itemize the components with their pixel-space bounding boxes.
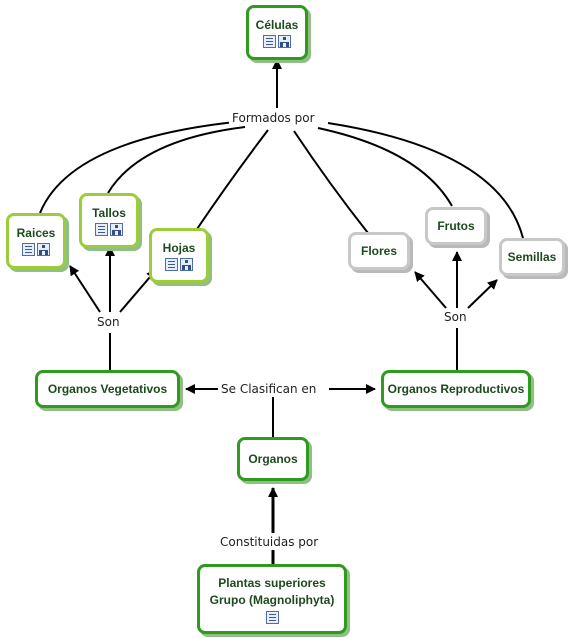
concept-hojas[interactable]: Hojas: [149, 228, 209, 283]
resource-icons: [22, 243, 50, 256]
concept-map-icon[interactable]: [278, 34, 291, 48]
concept-organos-reproductivos[interactable]: Organos Reproductivos: [381, 370, 531, 408]
document-icon[interactable]: [95, 222, 108, 236]
resource-icons: [95, 222, 123, 236]
link-son-semillas: [467, 279, 498, 309]
link-raices-formados: [39, 121, 236, 214]
document-icon[interactable]: [263, 34, 276, 48]
concept-map-icon[interactable]: [37, 243, 50, 256]
resource-icons: [263, 34, 291, 48]
document-icon[interactable]: [22, 243, 35, 256]
link-tallos-formados: [107, 126, 246, 194]
concept-plantas-superiores[interactable]: Plantas superiores Grupo (Magnoliphyta): [197, 564, 347, 634]
link-frutos-formados: [317, 127, 453, 207]
concept-frutos[interactable]: Frutos: [425, 207, 487, 245]
concept-label: Raices: [16, 226, 56, 240]
resource-icons: [165, 257, 193, 271]
concept-label: Células: [255, 17, 299, 32]
concept-semillas[interactable]: Semillas: [499, 238, 565, 276]
concept-label: Tallos: [92, 205, 126, 220]
concept-organos-vegetativos[interactable]: Organos Vegetativos: [35, 370, 180, 408]
concept-flores[interactable]: Flores: [348, 232, 410, 270]
linking-phrase-son-right[interactable]: Son: [441, 310, 470, 324]
document-icon[interactable]: [265, 610, 279, 624]
linking-phrase-constituidas-por[interactable]: Constituidas por: [217, 535, 322, 549]
concept-label: Semillas: [507, 249, 557, 264]
link-hojas-formados: [194, 129, 269, 233]
concept-organos[interactable]: Organos: [237, 437, 309, 481]
linking-phrase-se-clasifican-en[interactable]: Se Clasifican en: [218, 382, 320, 396]
concept-label-line2: Grupo (Magnoliphyta): [209, 592, 335, 607]
concept-label-line1: Plantas superiores: [218, 575, 326, 590]
link-semillas-formados: [327, 122, 524, 239]
concept-label: Organos Reproductivos: [387, 381, 525, 396]
concept-label: Frutos: [437, 218, 475, 233]
concept-map-icon[interactable]: [180, 257, 193, 271]
resource-icons: [265, 610, 279, 624]
document-icon[interactable]: [165, 257, 178, 271]
concept-label: Flores: [360, 243, 397, 258]
concept-label: Organos: [248, 451, 298, 466]
link-flores-formados: [293, 130, 369, 234]
linking-phrase-formados-por[interactable]: Formados por: [229, 111, 318, 125]
link-son-raices: [69, 265, 101, 313]
concept-map-icon[interactable]: [110, 222, 123, 236]
concept-celulas[interactable]: Células: [246, 5, 308, 60]
concept-tallos[interactable]: Tallos: [79, 193, 139, 248]
concept-label: Organos Vegetativos: [47, 381, 168, 396]
link-son-flores: [414, 271, 447, 309]
linking-phrase-son-left[interactable]: Son: [94, 315, 123, 329]
concept-label: Hojas: [162, 240, 196, 255]
concept-raices[interactable]: Raices: [6, 213, 66, 269]
